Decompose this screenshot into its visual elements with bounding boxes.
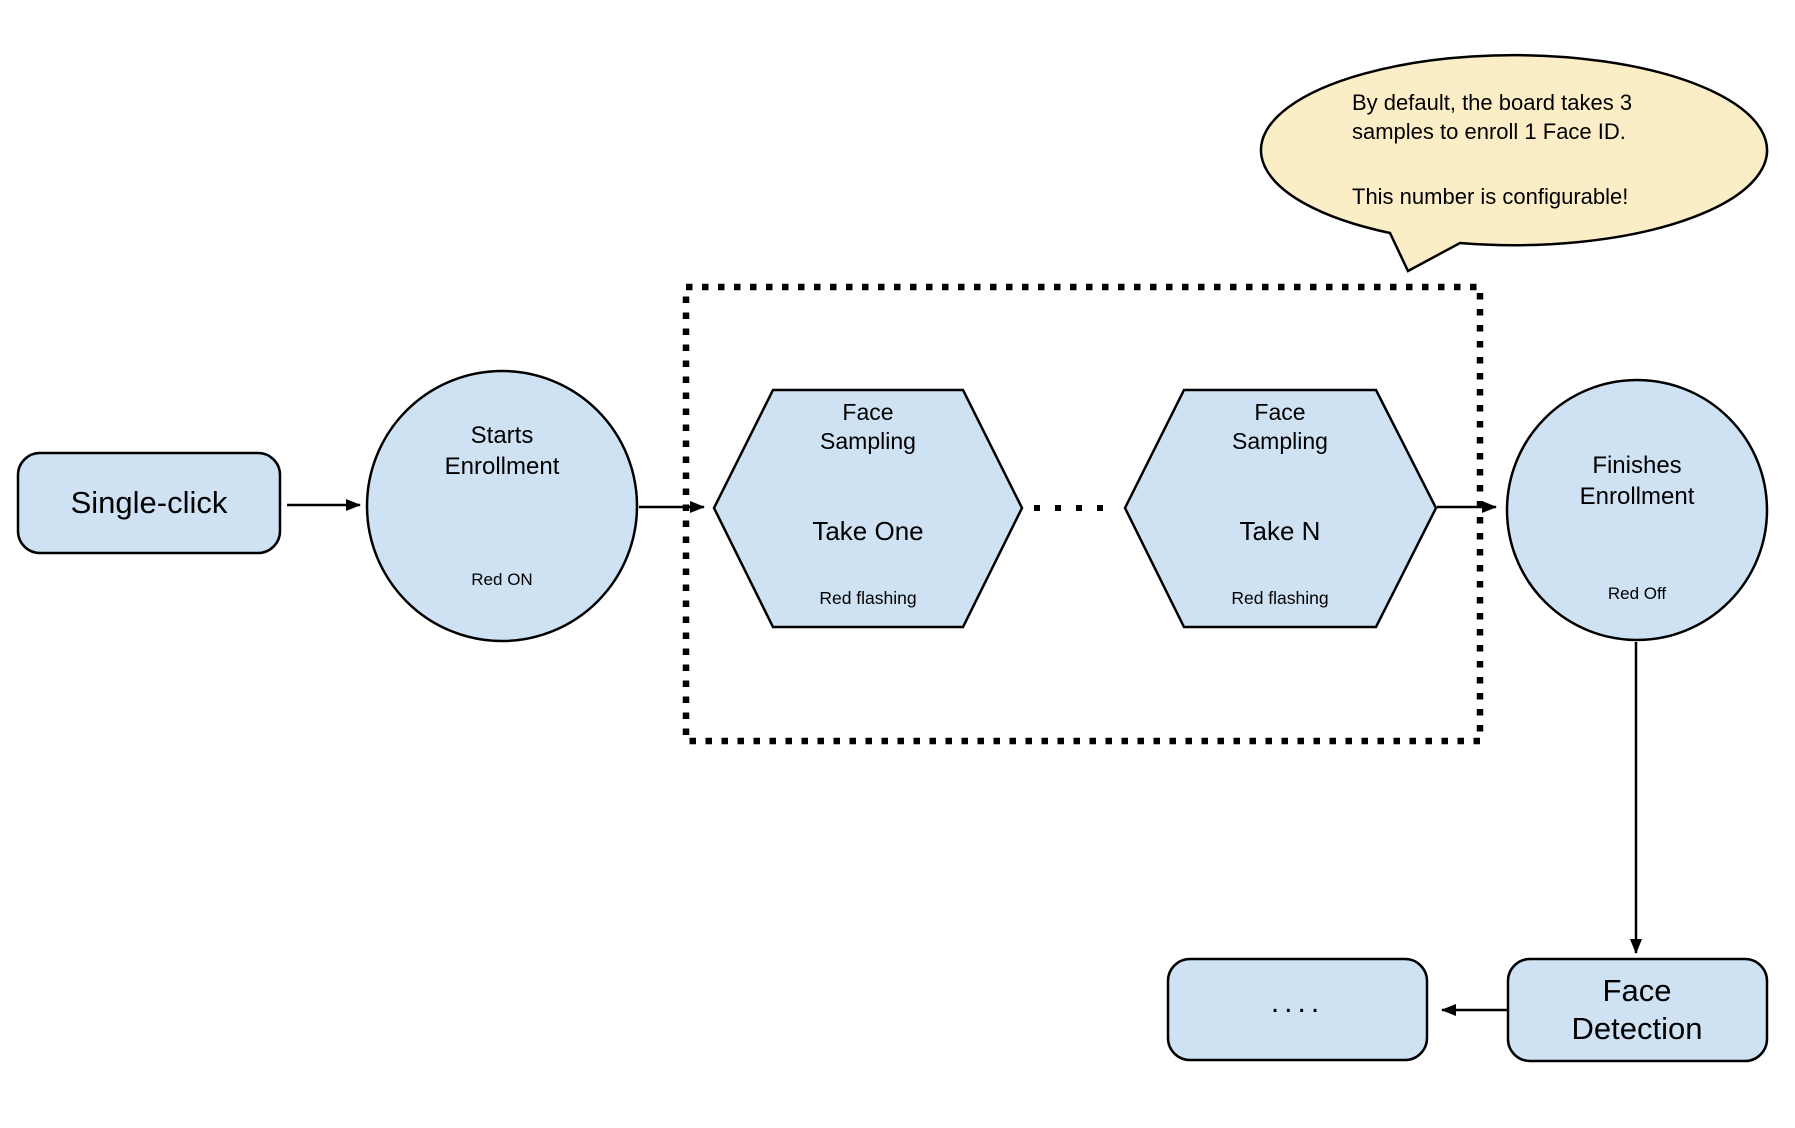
single-click-node-shape (16, 451, 282, 555)
speech-bubble-line-2: This number is configurable! (1352, 184, 1629, 209)
finishes-enrollment-circle-shape (1505, 378, 1769, 642)
single-click-label: Single-click (70, 485, 228, 520)
starts-enrollment-circle-shape (365, 369, 639, 643)
sampling-n-note: Red flashing (1231, 587, 1329, 608)
speech-bubble-text: By default, the board takes 3 samples to… (1352, 88, 1702, 211)
finishes-enrollment-note: Red Off (1607, 584, 1667, 603)
sampling-n-take-label: Take N (1239, 515, 1321, 546)
finishes-enrollment-title: Finishes Enrollment (1579, 452, 1695, 510)
sampling-n-title: Face Sampling (1232, 399, 1328, 454)
face-sampling-take-n-hexagon-shape (1123, 388, 1438, 629)
face-sampling-take-one-hexagon-shape (712, 388, 1024, 629)
sampling-one-note: Red flashing (819, 587, 917, 608)
face-detection-label: Face Detection (1571, 973, 1703, 1046)
starts-enrollment-note: Red ON (471, 570, 533, 589)
starts-enrollment-title: Starts Enrollment (444, 422, 560, 480)
continuation-node-shape (1166, 957, 1429, 1062)
speech-bubble-line-1: By default, the board takes 3 samples to… (1352, 90, 1633, 144)
sampling-one-take-label: Take One (812, 515, 924, 546)
sampling-one-title: Face Sampling (820, 399, 916, 454)
continuation-label: .... (1270, 985, 1325, 1019)
speech-bubble (1259, 53, 1769, 273)
